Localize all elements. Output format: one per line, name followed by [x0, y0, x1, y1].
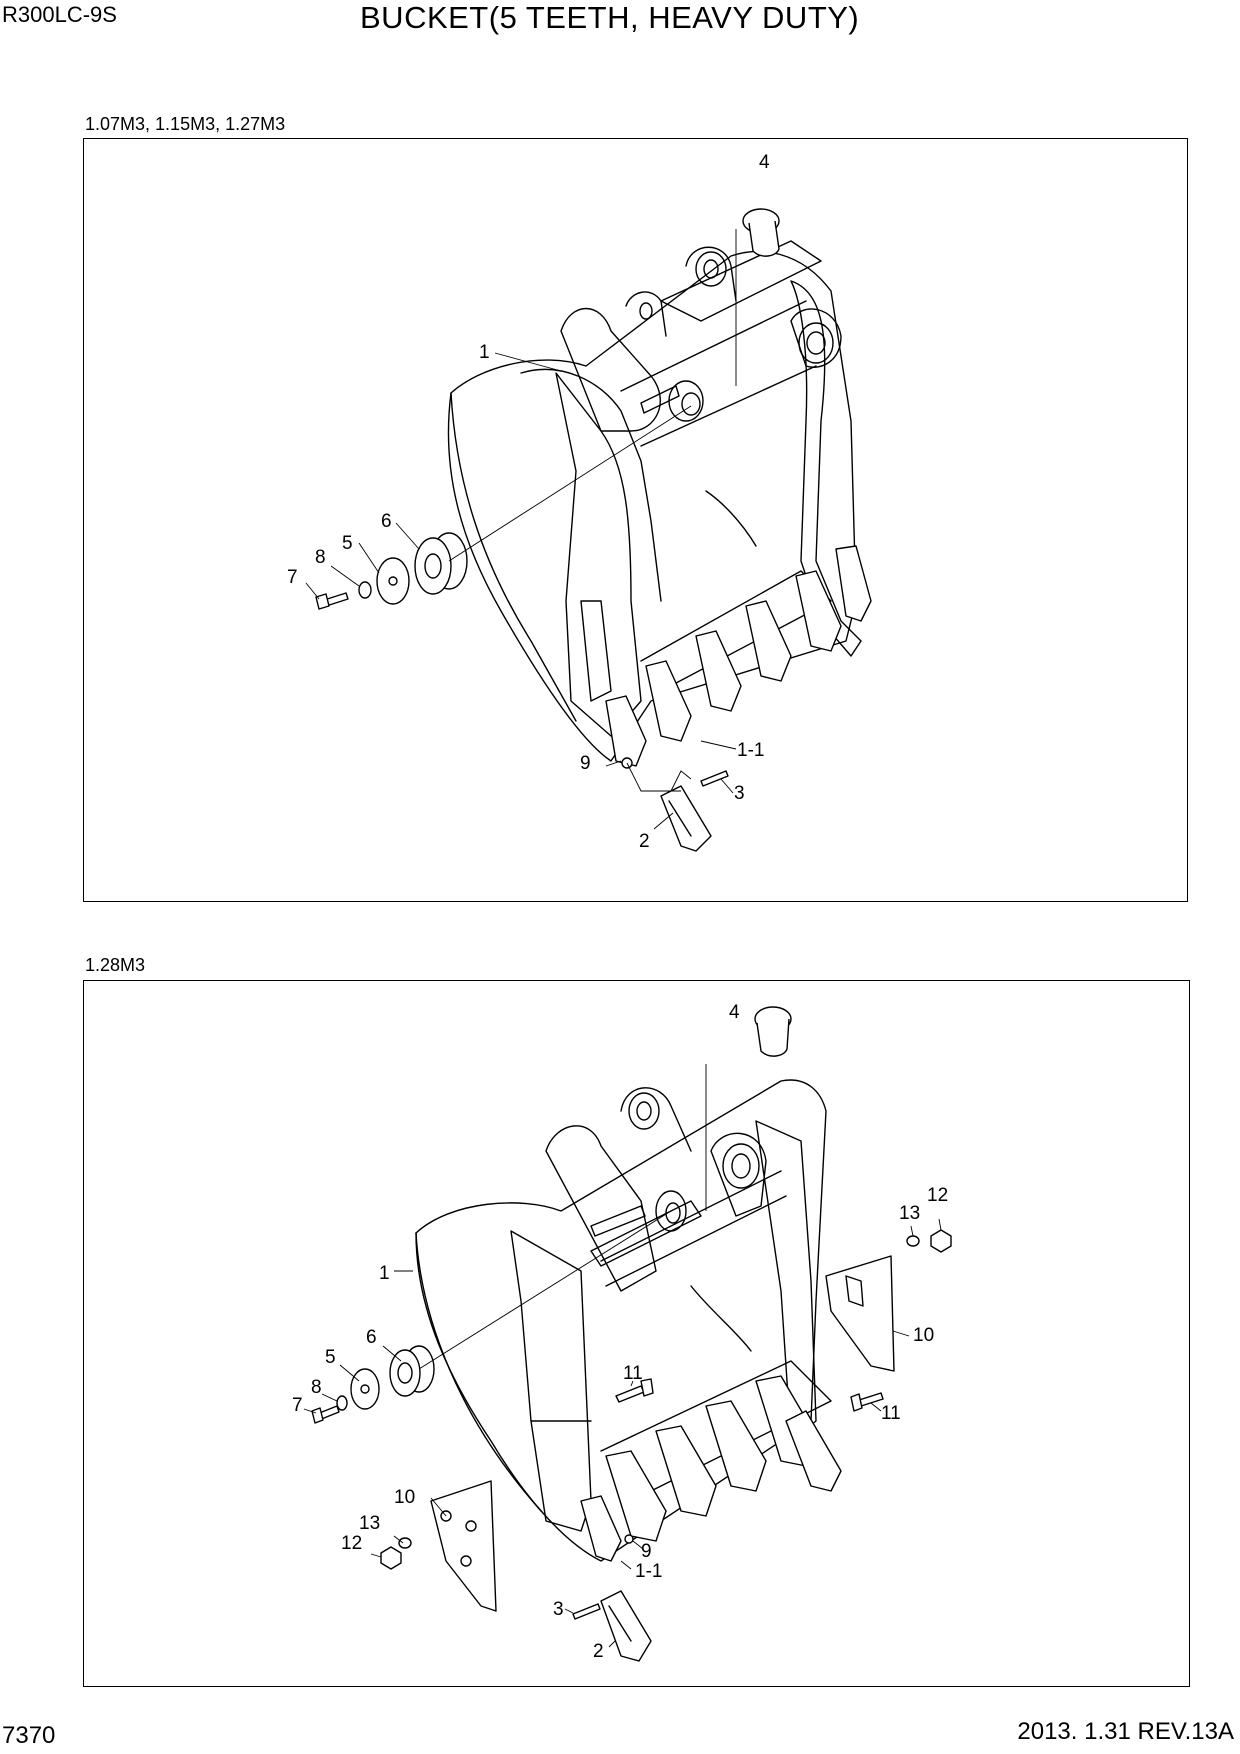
- callout-1: 1: [479, 342, 490, 363]
- diagram-2-caption: 1.28M3: [85, 955, 146, 975]
- callout-1-1: 1-1: [737, 740, 764, 761]
- washer: [358, 581, 372, 599]
- tooth: [705, 1400, 767, 1492]
- bushing: [754, 1006, 792, 1057]
- callout-5: 5: [325, 1347, 336, 1368]
- bucket-side-plate-left: [555, 372, 642, 737]
- tooth: [695, 630, 742, 712]
- callout-12: 12: [927, 1185, 948, 1206]
- diagram-1-caption: 1.07M3, 1.15M3, 1.27M3: [85, 114, 286, 134]
- side-cutter-right: [825, 1255, 895, 1372]
- callout-6: 6: [381, 511, 392, 532]
- callout-9: 9: [641, 1541, 652, 1562]
- callout-10: 10: [913, 1325, 934, 1346]
- page-number: 7370: [2, 1722, 56, 1749]
- callout-4: 4: [759, 152, 770, 173]
- callout-8: 8: [311, 1377, 322, 1398]
- nut: [930, 1229, 952, 1253]
- callout-13: 13: [899, 1203, 920, 1224]
- tooth: [580, 1495, 622, 1562]
- side-cutter-bolt: [615, 1385, 645, 1403]
- pin-boss: [389, 1345, 435, 1397]
- washer: [336, 1395, 348, 1411]
- hinge-boss-left: [560, 307, 661, 432]
- nut: [380, 1546, 402, 1570]
- tooth: [605, 695, 647, 767]
- model-label: R300LC-9S: [2, 2, 117, 27]
- callout-7: 7: [292, 1395, 303, 1416]
- hinge-boss-right: [790, 308, 842, 368]
- tooth: [655, 1425, 717, 1517]
- callout-3: 3: [553, 1599, 564, 1620]
- tooth: [605, 1450, 667, 1542]
- tooth: [795, 570, 842, 652]
- diagram-2-frame: 4 1 6 5 8 7 10 13 12 11 11 13 12 10 9 1-…: [83, 980, 1190, 1687]
- callout-8: 8: [315, 547, 326, 568]
- revision-date: 2013. 1.31 REV.13A: [1017, 1718, 1234, 1745]
- callout-2: 2: [593, 1641, 604, 1662]
- hinge-boss-right: [710, 1132, 767, 1217]
- page-title: BUCKET(5 TEETH, HEAVY DUTY): [360, 0, 860, 35]
- callout-13: 13: [359, 1513, 380, 1534]
- hinge-boss-left: [545, 1125, 657, 1292]
- tooth: [785, 1410, 842, 1492]
- tooth-pin: [700, 770, 729, 787]
- washer: [398, 1537, 412, 1549]
- callout-6: 6: [366, 1327, 377, 1348]
- tooth-row: [580, 1375, 842, 1562]
- callout-1-1: 1-1: [635, 1561, 662, 1582]
- locker: [624, 1534, 634, 1544]
- diagram-1-drawing: 4 1 6 5 8 7 1-1 9 3 2: [287, 152, 872, 852]
- tooth-row: [605, 545, 872, 767]
- bucket-side-plate-right: [790, 280, 862, 657]
- cross-tube: [600, 1170, 787, 1287]
- callout-2: 2: [639, 831, 650, 852]
- washer: [906, 1235, 920, 1247]
- callout-11: 11: [881, 1403, 901, 1424]
- callout-5: 5: [342, 533, 353, 554]
- tooth: [645, 660, 692, 742]
- retainer-plate: [376, 557, 410, 605]
- callout-4: 4: [729, 1002, 740, 1023]
- pin-boss: [414, 532, 468, 595]
- callout-10: 10: [394, 1487, 415, 1508]
- side-cutter-left: [430, 1480, 497, 1612]
- bucket-side-plate-right: [755, 1120, 817, 1442]
- diagram-1-frame: 4 1 6 5 8 7 1-1 9 3 2: [83, 138, 1188, 902]
- tooth-point: [600, 1590, 652, 1662]
- tooth: [835, 545, 872, 622]
- callout-9: 9: [580, 753, 591, 774]
- callout-12: 12: [341, 1533, 362, 1554]
- tooth-point: [660, 785, 712, 852]
- diagram-2-drawing: 4 1 6 5 8 7 10 13 12 11 11 13 12 10 9 1-…: [292, 1002, 952, 1662]
- bucket-side-plate-left: [510, 1230, 592, 1532]
- callout-1: 1: [379, 1263, 390, 1284]
- callout-7: 7: [287, 567, 298, 588]
- retainer-plate: [350, 1368, 380, 1410]
- callout-11: 11: [623, 1363, 643, 1384]
- tooth: [745, 600, 792, 682]
- callout-3: 3: [734, 783, 745, 804]
- tooth-pin: [572, 1603, 601, 1620]
- bushing: [742, 208, 780, 257]
